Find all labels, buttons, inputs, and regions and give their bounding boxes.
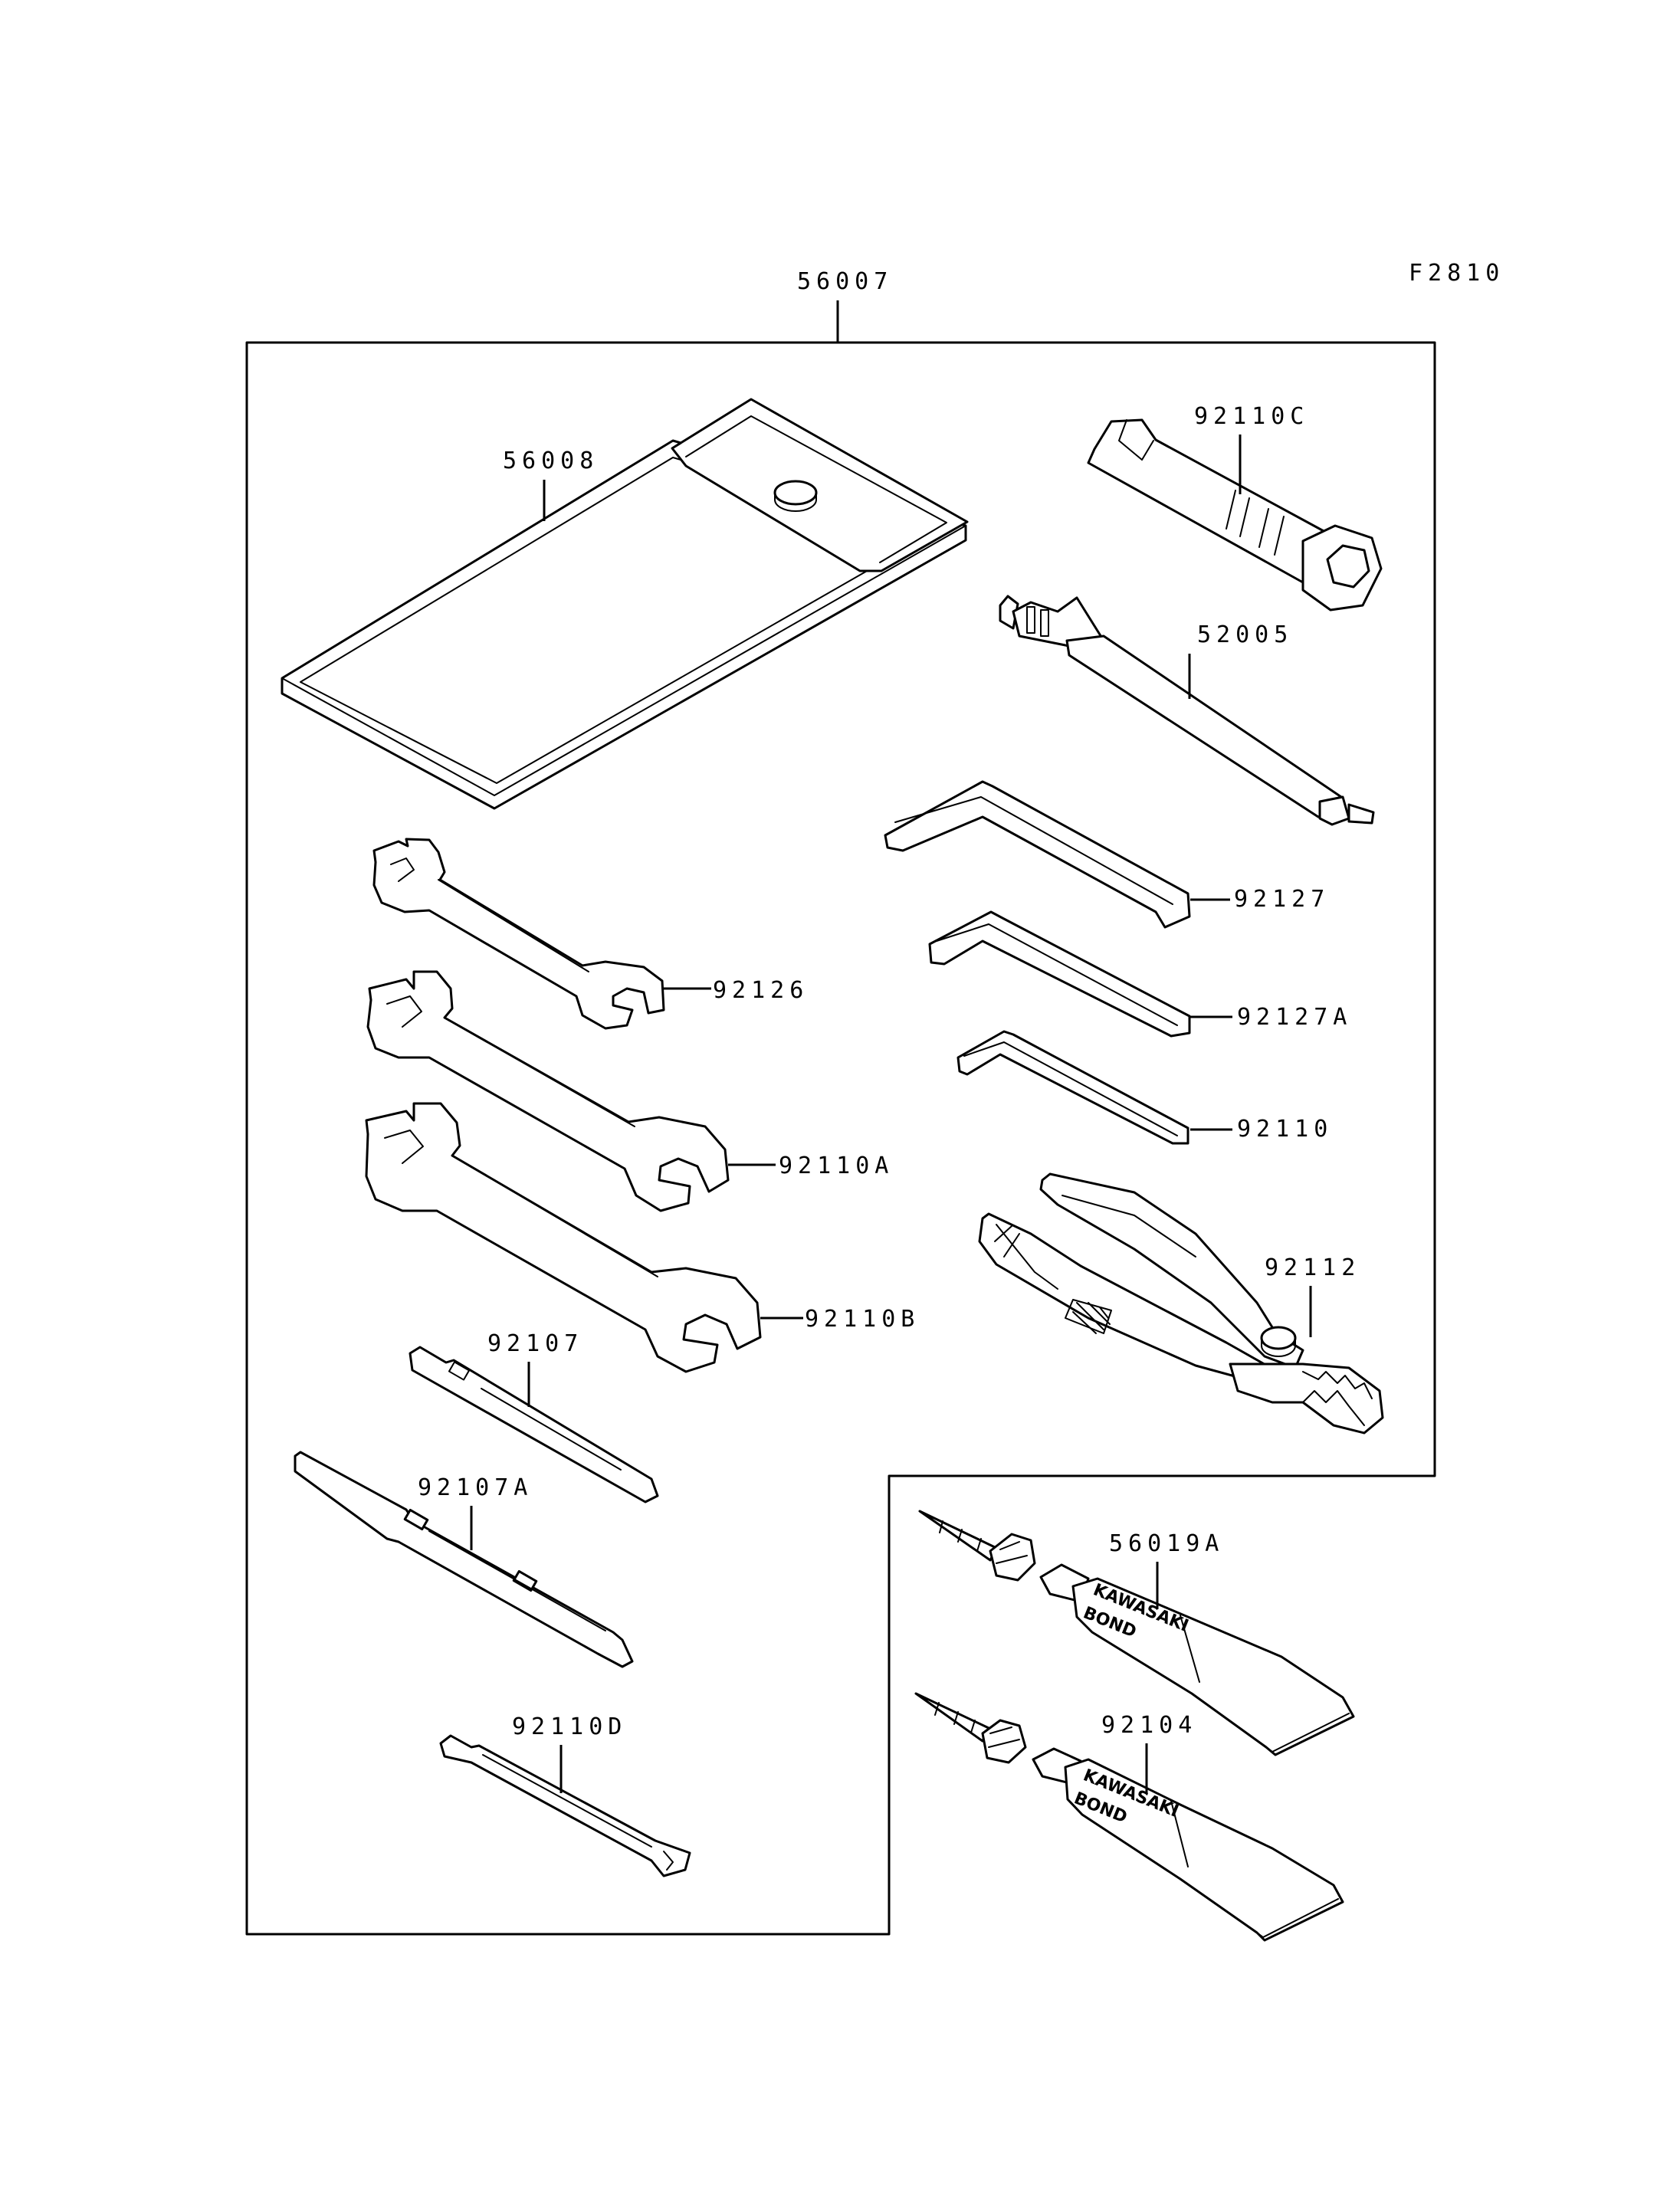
- label-56019A: 56019A: [1109, 1530, 1224, 1557]
- label-92112: 92112: [1265, 1254, 1360, 1281]
- figure-code: F2810: [1409, 260, 1504, 287]
- label-92127: 92127: [1234, 886, 1330, 913]
- label-92127A: 92127A: [1237, 1004, 1352, 1031]
- label-52005: 52005: [1197, 621, 1293, 648]
- label-92104: 92104: [1101, 1712, 1197, 1739]
- wrench-small-illustration: [372, 838, 665, 1030]
- hex-key-small-illustration: [956, 1030, 1189, 1145]
- label-92110A: 92110A: [779, 1153, 894, 1179]
- screwdriver-handle-illustration: [294, 1451, 634, 1668]
- hex-key-large-illustration: [884, 780, 1191, 929]
- label-56008: 56008: [503, 448, 599, 474]
- label-92110D: 92110D: [512, 1713, 627, 1740]
- pliers-illustration: [978, 1172, 1384, 1435]
- wrench-medium-illustration: [366, 970, 730, 1212]
- label-92110C: 92110C: [1194, 403, 1309, 430]
- hex-key-medium-illustration: [928, 910, 1191, 1038]
- kit-boundary: [245, 341, 1436, 1936]
- spoke-wrench-illustration: [439, 1734, 691, 1877]
- label-92126: 92126: [713, 977, 809, 1004]
- screwdriver-bit-illustration: [409, 1346, 659, 1503]
- label-92110B: 92110B: [805, 1306, 920, 1333]
- plug-wrench-illustration: [1087, 418, 1383, 612]
- label-92110: 92110: [1237, 1116, 1333, 1143]
- tool-52005-illustration: [999, 595, 1375, 826]
- label-92107A: 92107A: [418, 1474, 533, 1501]
- label-92107: 92107: [487, 1330, 583, 1357]
- tool-bag-illustration: [281, 398, 969, 810]
- label-56007: 56007: [797, 268, 893, 295]
- wrench-large-illustration: [365, 1102, 762, 1373]
